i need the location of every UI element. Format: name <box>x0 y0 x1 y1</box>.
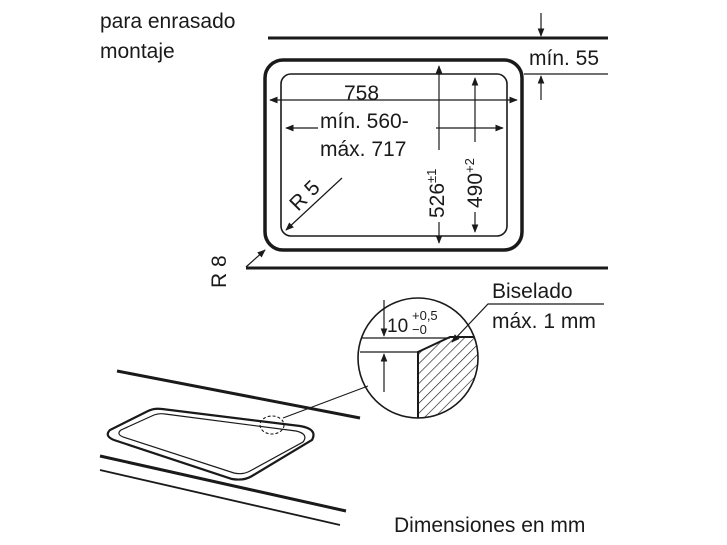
width-max-label: máx. 717 <box>320 138 406 161</box>
bevel-value: máx. 1 mm <box>492 310 596 333</box>
countertop-front-edge-top <box>99 454 347 513</box>
depth-526-backdrop <box>424 150 448 222</box>
recess-perspective-outer <box>106 407 315 481</box>
recess-perspective-inner <box>118 413 306 475</box>
depth-490-backdrop <box>461 142 485 212</box>
depth-526-value: 526 <box>426 183 449 218</box>
countertop-back-edge <box>116 369 361 420</box>
header-line1: para enrasado <box>100 10 235 33</box>
thickness-tol-minus: −0 <box>412 322 427 337</box>
width-min-label: mín. 560- <box>320 110 409 133</box>
detail-focus-marker <box>259 415 285 435</box>
depth-526-label: 526±1 <box>424 169 449 218</box>
thickness-value: 10 <box>387 316 408 337</box>
header-line2: montaje <box>100 40 175 63</box>
depth-490-tolerance: +2 <box>462 158 477 173</box>
r5-leader-line <box>285 177 343 231</box>
cutout-inner-outline <box>280 73 508 237</box>
detail-connector-line <box>282 385 369 419</box>
r5-label: R 5 <box>285 176 324 215</box>
r8-leader-line <box>245 249 266 268</box>
countertop-section-hatch <box>417 336 478 418</box>
min55-label: mín. 55 <box>529 47 599 70</box>
r8-label: R 8 <box>208 255 231 288</box>
countertop-front-edge-bottom <box>99 469 341 526</box>
depth-490-label: 490+2 <box>462 158 487 208</box>
units-note: Dimensiones en mm <box>394 514 585 537</box>
bevel-label: Biselado <box>492 280 573 303</box>
countertop-perspective <box>99 369 369 526</box>
detail-magnifier: 10 +0,5 −0 <box>357 297 479 419</box>
thickness-tol-plus: +0,5 <box>412 308 438 323</box>
label-backdrop <box>318 111 436 159</box>
thickness-label: 10 <box>387 316 408 337</box>
depth-526-tolerance: ±1 <box>424 169 439 183</box>
bevel-leader-line <box>451 303 604 343</box>
width-758-label: 758 <box>344 82 379 105</box>
recess-outer-outline <box>263 58 524 252</box>
depth-490-value: 490 <box>464 173 487 208</box>
